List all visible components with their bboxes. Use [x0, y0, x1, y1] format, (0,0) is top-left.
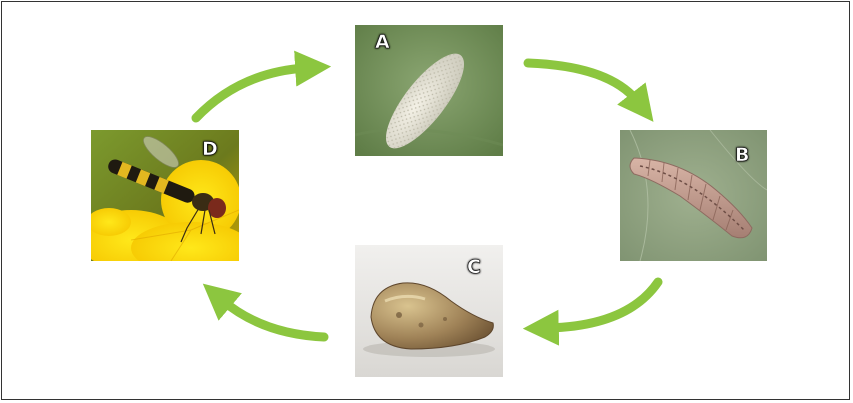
arrow-b-to-c: [548, 282, 658, 328]
stage-a-photo: A: [355, 25, 503, 156]
arrow-d-to-a: [196, 68, 306, 118]
stage-b-label: B: [735, 146, 749, 165]
stage-c-label: C: [467, 258, 481, 277]
stage-d-label: D: [202, 140, 218, 159]
stage-d-photo: D: [91, 130, 239, 261]
arrow-c-to-d: [222, 300, 324, 337]
arrow-a-to-b: [528, 63, 638, 102]
stage-b-photo: B: [620, 130, 767, 261]
stage-c-photo: C: [355, 245, 503, 377]
stage-a-label: A: [375, 33, 390, 52]
